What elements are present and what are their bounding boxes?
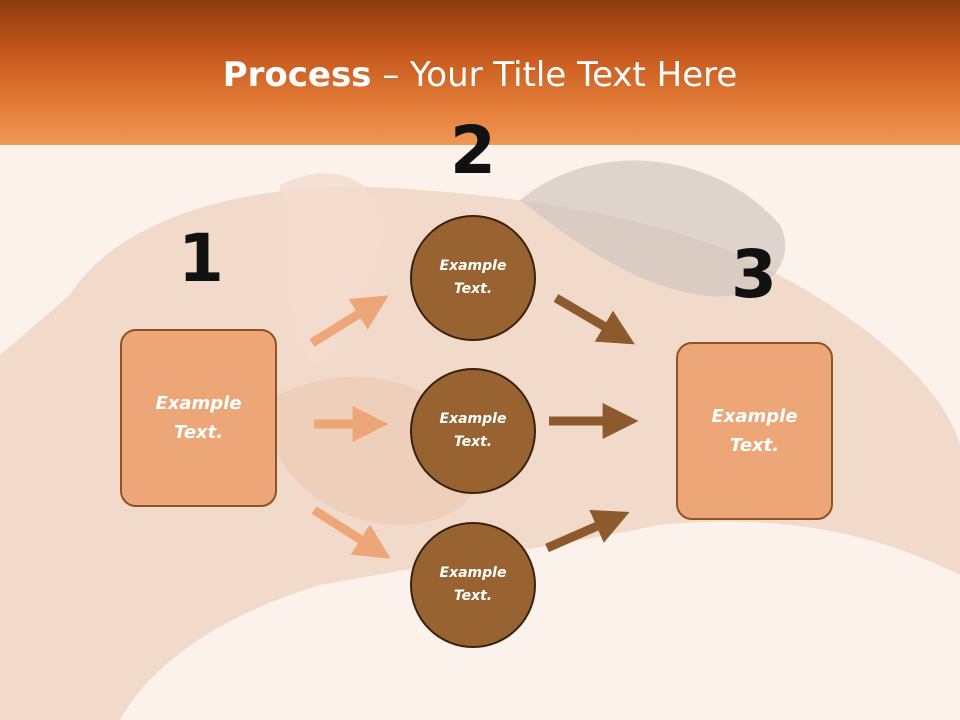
step-number-2: 2 — [450, 112, 496, 189]
right-box-text: Example Text. — [711, 406, 798, 456]
circle-1-text: Example Text. — [439, 258, 507, 297]
left-box: Example Text. — [120, 329, 277, 507]
arrow-circle1-to-box3 — [553, 294, 635, 345]
step-number-3: 3 — [731, 236, 777, 313]
title-bar — [0, 0, 960, 145]
arrow-circle3-to-box3 — [545, 509, 630, 553]
title-bold: Process — [222, 55, 372, 95]
circle-3: Example Text. — [410, 522, 536, 648]
step-number-1: 1 — [178, 220, 224, 297]
circle-2-text: Example Text. — [439, 411, 507, 450]
circle-2: Example Text. — [410, 368, 536, 494]
circle-3-text: Example Text. — [439, 565, 507, 604]
title-rest: – Your Title Text Here — [371, 55, 738, 95]
right-box: Example Text. — [676, 342, 833, 520]
arrow-box1-to-circle3 — [311, 506, 391, 559]
circle-1: Example Text. — [410, 215, 536, 341]
left-box-text: Example Text. — [155, 393, 242, 443]
slide-title: Process – Your Title Text Here — [0, 54, 960, 96]
arrow-box1-to-circle1 — [309, 295, 389, 347]
